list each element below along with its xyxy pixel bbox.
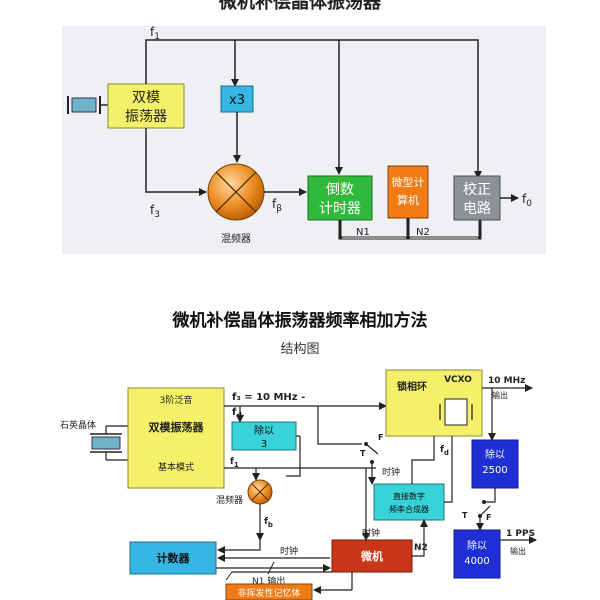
clock-label-1: 时钟: [382, 466, 400, 478]
fundamental-label: 基本模式: [158, 461, 194, 473]
clock-label-2: 时钟: [280, 545, 298, 557]
f1-label-2: f1: [230, 457, 239, 469]
f3-label: f3: [150, 203, 160, 220]
out-10mhz-line2: 输出: [492, 390, 508, 400]
div3-line1: 除以: [254, 424, 274, 437]
fd-label-2: fd: [440, 445, 449, 457]
correction-line2: 电路: [463, 201, 491, 217]
divide-by-3-block: [231, 421, 297, 451]
mixer-1-label: 混频器: [221, 232, 251, 245]
counter-line1: 倒数: [326, 182, 354, 198]
crystal-label: 石英晶体: [60, 419, 96, 431]
n1-label: N1: [356, 227, 370, 238]
dual-mode-oscillator-block: [107, 83, 185, 129]
vcxo-crystal-icon: [444, 398, 468, 426]
section-title: 微机补偿晶体振荡器频率相加方法: [172, 311, 428, 331]
section-subtitle: 结构图: [280, 342, 320, 357]
pll-label: 锁相环: [397, 380, 427, 393]
vcxo-label: VCXO: [444, 375, 472, 385]
out-pps-line2: 输出: [510, 546, 526, 556]
correction-circuit-block: [453, 175, 501, 221]
dual-mode-osc-line1: 双模: [132, 90, 160, 106]
top-title: 微机补偿晶体振荡器: [219, 0, 381, 13]
x3-label: x3: [229, 93, 245, 108]
t-label-1: T: [360, 449, 366, 458]
fd-label-1: fd: [232, 407, 242, 420]
fbeta-label: fβ: [272, 197, 282, 214]
f-label-2: F: [486, 513, 491, 522]
dds-block: [373, 483, 445, 521]
counter-2-label: 计数器: [157, 551, 191, 565]
f3-line: [145, 128, 207, 196]
switch-1: [364, 442, 379, 464]
divide-by-4000-block: [453, 529, 501, 579]
fb-label: fb: [264, 517, 273, 529]
n2-line: [412, 519, 428, 557]
clock-label-3: 时钟: [362, 527, 380, 539]
div4000-line2: 4000: [464, 556, 489, 567]
div2500-line2: 2500: [482, 465, 507, 476]
microcomputer-block: [387, 165, 429, 219]
dual-mode-oscillator-block-2: [127, 387, 225, 489]
div2500-to-switch-line: [484, 488, 496, 503]
f1-label: f1: [150, 25, 160, 42]
diagram-2: 石英晶体 3阶泛音 双模振荡器 基本模式 f₃ = 10 MHz - fd: [60, 369, 537, 600]
dual-mode-osc-2-label: 双模振荡器: [149, 420, 205, 434]
f3-to-switch-line: [317, 406, 362, 445]
nonvolatile-memory-block: [225, 583, 313, 600]
micro-line1: 微型计: [392, 175, 425, 189]
out-pps-line1: 1 PPS: [506, 529, 535, 539]
div3-line2: 3: [261, 439, 267, 450]
dual-mode-osc-line2: 振荡器: [125, 109, 167, 125]
counter-block-2: [129, 541, 217, 575]
crystal-symbol-1: [67, 96, 108, 114]
mixer-2-label: 混频器: [216, 494, 243, 506]
switch-2: [478, 500, 491, 518]
counter-line2: 计时器: [319, 201, 361, 217]
divide-by-2500-block: [471, 439, 519, 489]
div2500-line1: 除以: [485, 448, 505, 461]
f3-freq-label: f₃ = 10 MHz -: [232, 392, 305, 403]
micro-2-label: 微机: [360, 549, 383, 563]
dds-line1: 直接数字: [393, 491, 425, 501]
n2-label-2: N2: [414, 543, 428, 553]
dds-line2: 频率合成器: [389, 504, 429, 514]
nvm-label: 非挥发性记忆体: [237, 587, 300, 599]
out-10mhz-line1: 10 MHz: [488, 376, 525, 386]
crystal-symbol-2: [90, 425, 128, 461]
f0-label: f0: [522, 192, 532, 209]
div4000-line1: 除以: [467, 539, 487, 552]
f1-line: [145, 39, 482, 179]
overtone-label: 3阶泛音: [160, 394, 193, 406]
fd-feedback-line: [411, 436, 435, 470]
div3-to-mixer-line: [286, 436, 301, 477]
diagram-1: 双模 振荡器 f1 x3 f3 混频器 fβ 倒数: [62, 25, 546, 254]
micro-line2: 算机: [397, 193, 419, 207]
n2-label: N2: [416, 227, 430, 238]
t-label-2: T: [462, 511, 468, 520]
f-label-1: F: [378, 433, 383, 442]
correction-line1: 校正: [463, 181, 491, 198]
